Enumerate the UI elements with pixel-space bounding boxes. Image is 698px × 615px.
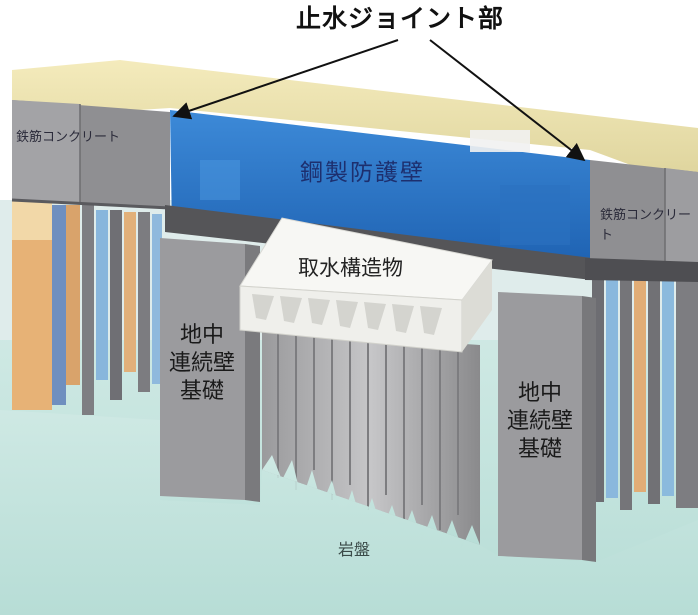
arrow-right [429,39,586,162]
steel-wall-label: 鋼製防護壁 [300,160,425,186]
deck-surface [12,60,698,190]
foundation-left-label: 地中 連続壁 基礎 [168,323,235,404]
bedrock-label: 岩盤 [338,540,371,559]
intake-structure-label: 取水構造物 [298,256,403,280]
rc-wall-right-label: 鉄筋コンクリート [600,208,692,243]
foundation-block-right [498,292,596,562]
diagram-title: 止水ジョイント部 [296,4,505,33]
intake-structure [239,217,493,353]
right-layer-columns [592,262,698,510]
foundation-right-label: 地中 連続壁 基礎 [506,381,573,462]
left-layer-columns [12,200,162,415]
rc-wall-left-label: 鉄筋コンクリート [16,130,121,145]
intake-piles [262,330,480,548]
arrow-left [172,39,399,120]
bedrock-foreground [0,410,698,615]
